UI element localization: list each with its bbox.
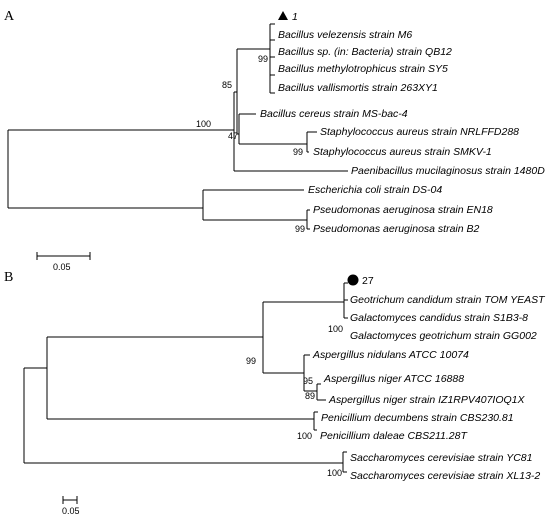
- taxon-label: Penicillium decumbens strain CBS230.81: [321, 412, 514, 424]
- scale-bar-a: [36, 252, 91, 260]
- bootstrap-value: 99: [246, 356, 256, 366]
- panel-a-label: A: [4, 9, 15, 24]
- taxon-label: Escherichia coli strain DS-04: [308, 184, 442, 196]
- taxon-label: Paenibacillus mucilaginosus strain 1480D: [351, 165, 545, 177]
- tree-b-branches: [23, 282, 348, 473]
- panel-b-label: B: [4, 270, 13, 285]
- bootstrap-value: 47: [228, 131, 238, 141]
- taxon-label: Aspergillus niger strain IZ1RPV407IOQ1X: [328, 394, 526, 406]
- taxon-label: Aspergillus niger ATCC 16888: [323, 373, 464, 385]
- taxon-label: Geotrichum candidum strain TOM YEAST: [350, 294, 546, 306]
- bootstrap-value: 99: [258, 54, 268, 64]
- bootstrap-value: 100: [327, 468, 342, 478]
- bootstrap-value: 89: [305, 391, 315, 401]
- bootstrap-value: 100: [328, 324, 343, 334]
- query-triangle-icon: [278, 11, 288, 20]
- scale-label-a: 0.05: [53, 262, 71, 272]
- tree-a-branches: [7, 23, 348, 230]
- taxon-label: Aspergillus nidulans ATCC 10074: [312, 349, 469, 361]
- taxon-label: Galactomyces candidus strain S1B3-8: [350, 312, 528, 324]
- taxon-label: Bacillus cereus strain MS-bac-4: [260, 108, 408, 120]
- bootstrap-value: 100: [196, 119, 211, 129]
- taxon-label: Galactomyces geotrichum strain GG002: [350, 330, 537, 342]
- bootstrap-value: 100: [297, 431, 312, 441]
- taxon-label: Bacillus velezensis strain M6: [278, 29, 412, 41]
- bootstrap-value: 85: [222, 80, 232, 90]
- taxon-label: Bacillus vallismortis strain 263XY1: [278, 82, 438, 94]
- taxon-label: Pseudomonas aeruginosa strain EN18: [313, 204, 493, 216]
- taxon-label: Penicillium daleae CBS211.28T: [320, 430, 468, 442]
- scale-label-b: 0.05: [62, 506, 80, 516]
- scale-bar-b: [62, 496, 78, 504]
- bootstrap-value: 99: [293, 147, 303, 157]
- taxon-label: Saccharomyces cerevisiae strain XL13-2: [350, 470, 540, 482]
- taxon-label: Pseudomonas aeruginosa strain B2: [313, 223, 480, 235]
- taxon-label: Bacillus sp. (in: Bacteria) strain QB12: [278, 46, 452, 58]
- bootstrap-value: 95: [303, 376, 313, 386]
- taxon-label: Saccharomyces cerevisiae strain YC81: [350, 452, 532, 464]
- query-circle-icon: [347, 274, 359, 286]
- taxon-label: Bacillus methylotrophicus strain SY5: [278, 63, 448, 75]
- query-label-a: 1: [292, 11, 298, 23]
- query-label-b: 27: [362, 275, 374, 287]
- bootstrap-value: 99: [295, 224, 305, 234]
- taxon-label: Staphylococcus aureus strain NRLFFD288: [320, 126, 519, 138]
- taxon-label: Staphylococcus aureus strain SMKV-1: [313, 146, 492, 158]
